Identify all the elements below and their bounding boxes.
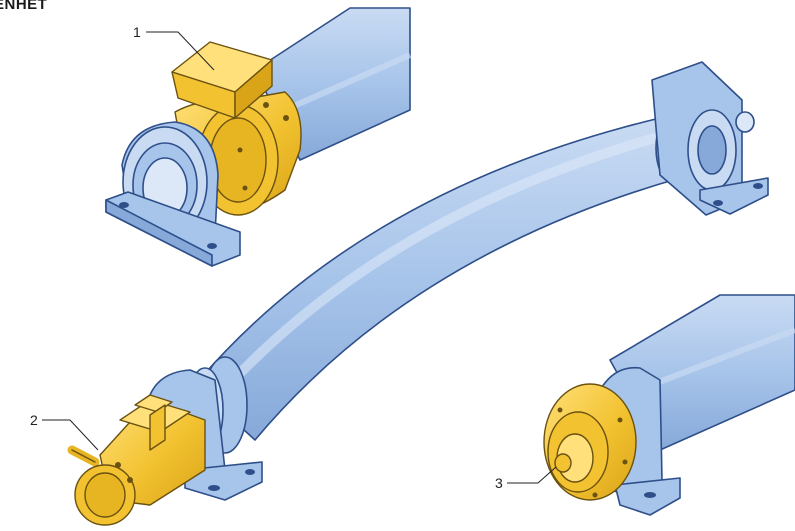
gear-motor-2: 2 xyxy=(30,394,206,526)
callout-label-3: 3 xyxy=(495,475,503,491)
callout-leader-2 xyxy=(42,419,99,451)
detail-bottom-right: 3 xyxy=(495,294,795,516)
callout-label-2: 2 xyxy=(30,412,38,428)
diagram-title: ENHET xyxy=(0,0,48,13)
main-roller-assembly xyxy=(149,61,769,501)
detail-top-left: 1 xyxy=(105,7,412,267)
callout-leader-3 xyxy=(507,466,557,484)
callout-leader-1 xyxy=(146,31,215,71)
callout-label-1: 1 xyxy=(133,24,141,40)
